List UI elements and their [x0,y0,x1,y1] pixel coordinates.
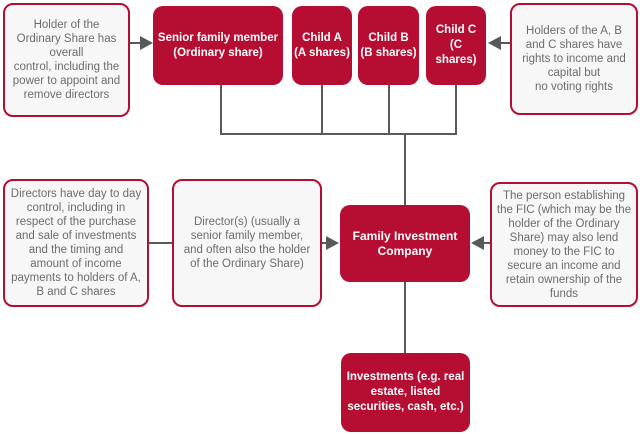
connector-childa-drop-line [321,85,323,133]
family-investment-company-box: Family Investment Company [340,205,470,282]
connector-note-to-directors-line [149,242,172,244]
child-b-text: Child B (B shares) [360,31,417,59]
child-c-text: Child C (C shares) [435,24,477,66]
abc-holders-note-text: Holders of the A, B and C shares have ri… [522,25,626,93]
senior-family-member-text: Senior family member (Ordinary share) [157,31,279,59]
holder-note-text: Holder of the Ordinary Share has overall… [12,19,121,101]
arrow-right-icon [326,236,339,250]
connector-holder-to-senior-line [130,42,142,44]
arrow-left-icon [488,36,501,50]
child-a-box: Child A (A shares) [292,6,352,85]
connector-directors-to-fic-line [322,242,328,244]
child-b-box: Child B (B shares) [358,6,419,85]
directors-box: Director(s) (usually a senior family mem… [172,179,322,307]
abc-holders-note-box: Holders of the A, B and C shares have ri… [510,3,638,115]
connector-senior-drop-line [220,85,222,133]
lender-note-text: The person establishing the FIC (which m… [496,189,632,300]
senior-family-member-box: Senior family member (Ordinary share) [153,6,283,85]
connector-lender-to-fic-line [484,242,490,244]
connector-abc-note-to-childc-line [500,42,510,44]
arrow-right-icon [140,36,153,50]
investments-box: Investments (e.g. real estate, listed se… [341,353,470,432]
lender-note-box: The person establishing the FIC (which m… [490,182,638,307]
child-c-box: Child C (C shares) [426,6,486,85]
directors-text: Director(s) (usually a senior family mem… [183,216,311,270]
arrow-left-icon [471,236,484,250]
investments-text: Investments (e.g. real estate, listed se… [346,371,465,413]
connector-childb-drop-line [388,85,390,133]
connector-fic-to-investments-line [404,282,406,353]
child-a-text: Child A (A shares) [294,31,350,59]
directors-control-note-text: Directors have day to day control, inclu… [10,188,142,298]
holder-note-box: Holder of the Ordinary Share has overall… [3,3,130,117]
connector-shareholders-to-fic-line [404,133,406,205]
connector-shareholders-horizontal-line [220,133,457,135]
connector-childc-drop-line [455,85,457,133]
directors-control-note-box: Directors have day to day control, inclu… [3,179,149,307]
family-investment-company-text: Family Investment Company [352,228,458,258]
